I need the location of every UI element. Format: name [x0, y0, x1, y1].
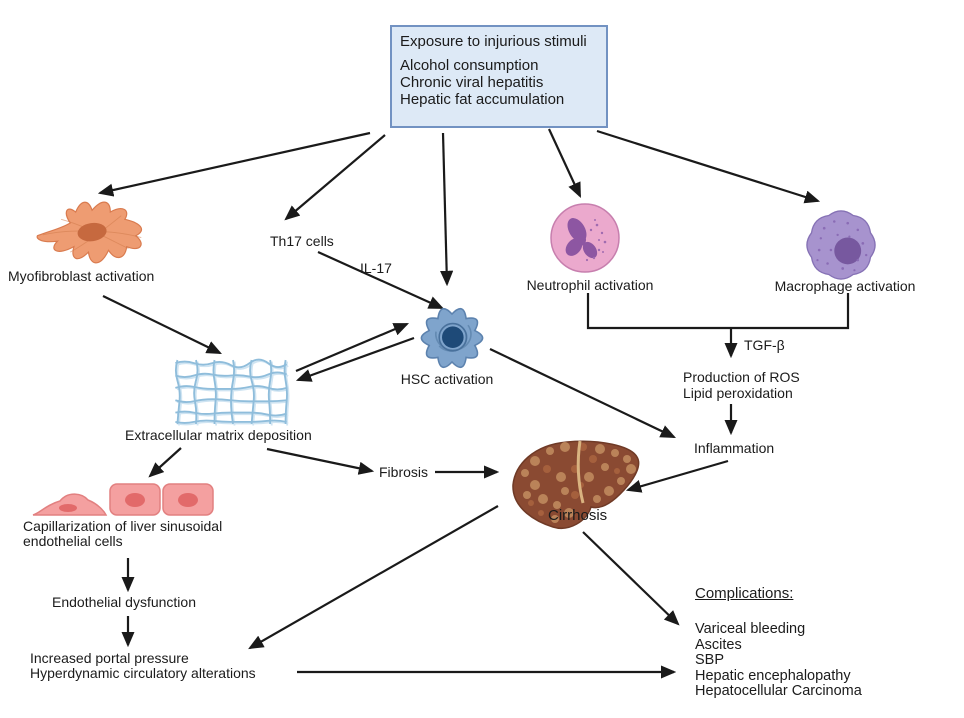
arrow-myofibroblast-to-ecm	[102, 295, 222, 354]
stimuli-item: Hepatic fat accumulation	[400, 91, 565, 108]
neutrophil-icon	[550, 203, 620, 273]
stimuli-box-title: Exposure to injurious stimuli	[400, 33, 587, 50]
arrow-stimuli-to-th17	[284, 134, 386, 221]
macrophage-icon	[806, 210, 876, 280]
stimuli-item: Alcohol consumption	[400, 57, 539, 74]
label-portal-line1: Increased portal pressure	[30, 650, 189, 666]
arrow-ecm-to-capillarization	[148, 447, 182, 478]
bracket-neutrophil-macrophage	[586, 293, 850, 330]
arrow-stimuli-to-myofibroblast	[97, 131, 371, 197]
endothelial-cells-icon	[32, 483, 214, 516]
complication-item: Hepatocellular Carcinoma	[695, 683, 862, 699]
arrow-stimuli-to-neutrophil	[548, 128, 581, 198]
complication-item: SBP	[695, 652, 725, 668]
arrow-ecm-to-fibrosis	[266, 447, 375, 475]
label-hsc: HSC activation	[400, 371, 494, 387]
label-endothelial: Endothelial dysfunction	[52, 594, 196, 610]
label-ecm: Extracellular matrix deposition	[125, 427, 312, 443]
label-cirrhosis: Cirrhosis	[548, 507, 608, 524]
complication-item: Ascites	[695, 636, 742, 653]
arrow-stimuli-to-macrophage	[596, 129, 821, 204]
label-ros-line1: Production of ROS	[683, 369, 800, 385]
label-fibrosis: Fibrosis	[379, 464, 429, 480]
label-capillarization-line1: Capillarization of liver sinusoidal	[23, 518, 223, 534]
arrow-hsc-to-ecm	[295, 336, 415, 382]
label-myofibroblast: Myofibroblast activation	[8, 268, 155, 284]
label-macrophage: Macrophage activation	[774, 278, 916, 294]
stimuli-item: Chronic viral hepatitis	[400, 74, 544, 91]
arrow-stimuli-to-hsc	[440, 132, 454, 287]
label-ros-line2: Lipid peroxidation	[683, 385, 793, 401]
arrow-inflammation-to-liver	[625, 459, 729, 493]
arrow-cirrhosis-to-complications	[582, 531, 680, 626]
label-il17: IL-17	[360, 260, 392, 276]
arrow-ecm-to-hsc	[295, 322, 410, 373]
label-tgfb: TGF-β	[744, 337, 785, 353]
label-inflammation: Inflammation	[694, 440, 775, 456]
label-portal-line2: Hyperdynamic circulatory alterations	[30, 665, 256, 681]
label-th17: Th17 cells	[270, 233, 334, 249]
arrow-th17-to-hsc-il17	[317, 250, 445, 310]
hsc-cell-icon	[420, 307, 484, 369]
label-capillarization-line2: endothelial cells	[23, 533, 123, 549]
myofibroblast-icon	[36, 201, 143, 264]
cirrhotic-liver-icon	[512, 440, 640, 529]
complication-item: Hepatic encephalopathy	[695, 667, 851, 684]
ecm-mesh-icon	[174, 358, 290, 427]
arrow-hsc-to-inflammation	[489, 348, 676, 438]
complications-list: Variceal bleeding Ascites SBP Hepatic en…	[695, 621, 862, 700]
arrow-liver-to-portal-pressure	[248, 505, 499, 650]
label-complications-title: Complications:	[695, 585, 794, 602]
liver-ligament	[576, 440, 585, 504]
label-neutrophil: Neutrophil activation	[526, 277, 654, 293]
stimuli-box: Exposure to injurious stimuli Alcohol co…	[390, 25, 608, 128]
complication-item: Variceal bleeding	[695, 621, 806, 637]
